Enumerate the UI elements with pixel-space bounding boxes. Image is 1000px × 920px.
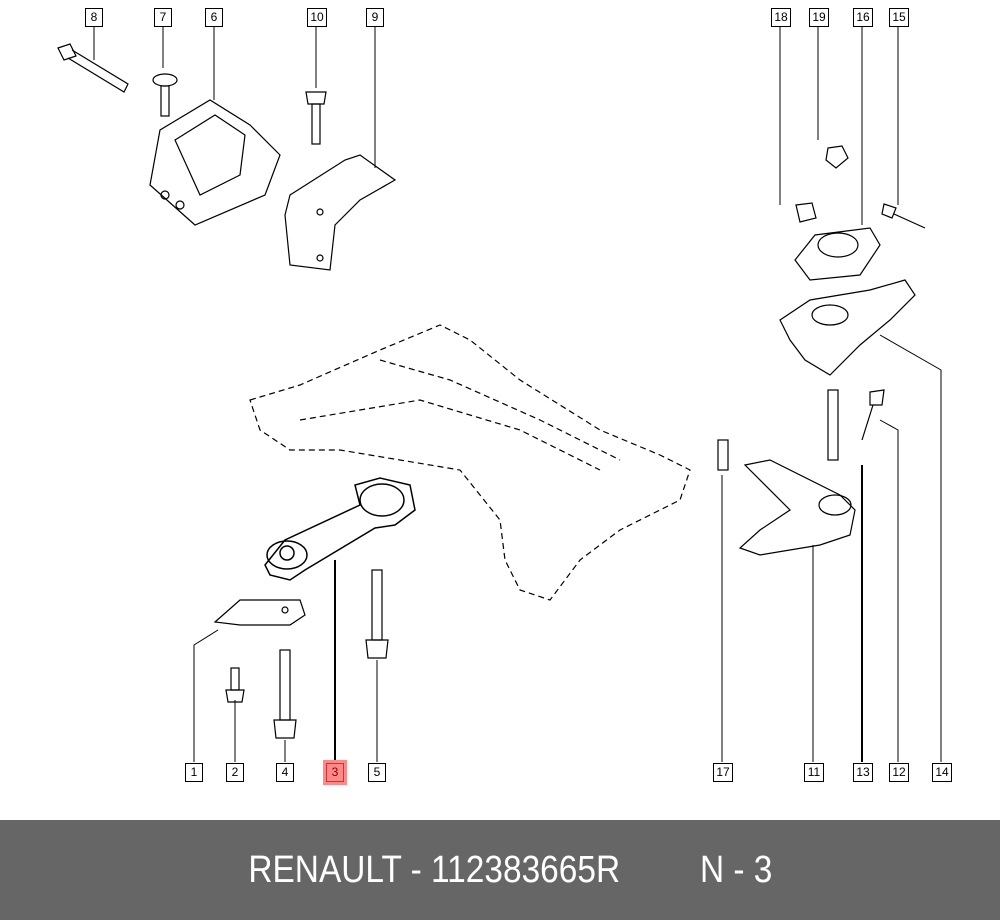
callout-10[interactable]: 10 [307, 8, 327, 27]
callout-9[interactable]: 9 [366, 8, 384, 27]
callout-19[interactable]: 19 [809, 8, 829, 27]
bolt-15 [881, 203, 926, 229]
callout-7[interactable]: 7 [154, 8, 172, 27]
callout-8[interactable]: 8 [85, 8, 103, 27]
bracket-11 [738, 459, 856, 556]
callout-1[interactable]: 1 [185, 763, 203, 782]
bolt-17 [717, 439, 729, 471]
callout-16[interactable]: 16 [853, 8, 873, 27]
bolt-10 [305, 91, 327, 145]
parts-diagram [57, 27, 942, 762]
bolt-4 [273, 649, 297, 739]
callout-11[interactable]: 11 [804, 763, 824, 782]
callout-17[interactable]: 17 [713, 763, 733, 782]
footer-bar: RENAULT - 112383665R N - 3 [0, 820, 1000, 920]
callout-5[interactable]: 5 [368, 763, 386, 782]
nut-19 [825, 145, 849, 169]
bolt-8 [57, 43, 129, 93]
nut-18 [795, 202, 817, 223]
callout-13[interactable]: 13 [853, 763, 873, 782]
callout-2[interactable]: 2 [226, 763, 244, 782]
diagram-reference-label: N - 3 [699, 848, 773, 891]
leader-lines [93, 27, 942, 762]
bolt-13 [827, 389, 839, 461]
bolt-2 [225, 667, 245, 703]
callout-18[interactable]: 18 [771, 8, 791, 27]
callout-4[interactable]: 4 [276, 763, 294, 782]
callout-3-highlighted[interactable]: 3 [326, 763, 344, 782]
callout-14[interactable]: 14 [932, 763, 952, 782]
callout-15[interactable]: 15 [889, 8, 909, 27]
callout-12[interactable]: 12 [889, 763, 909, 782]
bolt-7 [152, 73, 178, 117]
bolt-12 [861, 389, 885, 441]
bolt-5 [365, 569, 389, 659]
part-number-label: RENAULT - 112383665R [247, 848, 620, 891]
torque-rod-3 [264, 477, 416, 581]
bracket-14 [779, 279, 916, 376]
subframe [249, 324, 691, 601]
engine-mount-6 [149, 99, 281, 226]
mount-16 [794, 227, 881, 281]
callout-6[interactable]: 6 [205, 8, 223, 27]
bracket-9 [284, 154, 397, 271]
bracket-1 [213, 599, 306, 626]
